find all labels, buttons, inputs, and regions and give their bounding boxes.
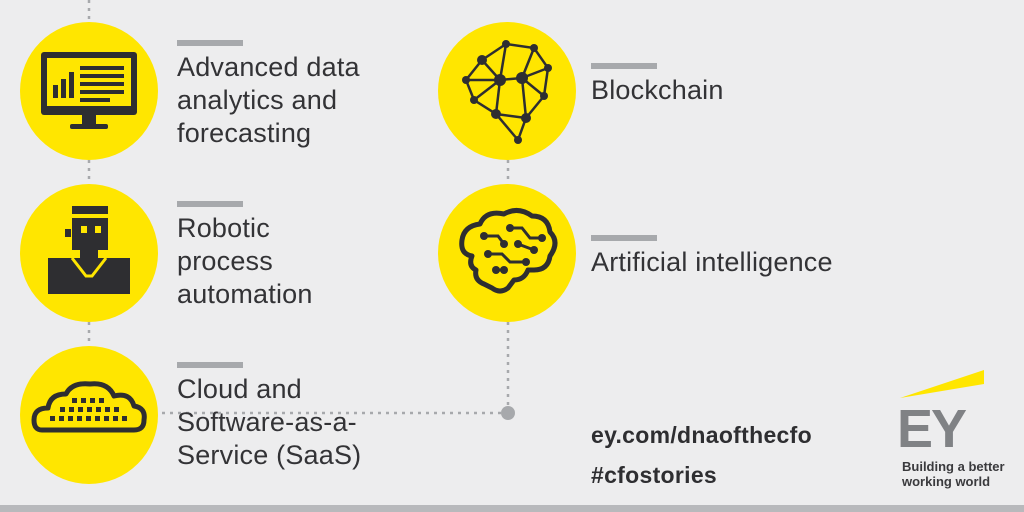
circle-ai bbox=[438, 184, 576, 322]
accent-bar bbox=[591, 235, 657, 241]
item-label-blockchain: Blockchain bbox=[591, 74, 724, 107]
accent-bar bbox=[177, 201, 243, 207]
accent-bar bbox=[177, 362, 243, 368]
circle-robotic bbox=[20, 184, 158, 322]
item-label-analytics: Advanced data analytics and forecasting bbox=[177, 51, 360, 150]
hashtag: #cfostories bbox=[591, 462, 718, 488]
label-line: process bbox=[177, 246, 273, 276]
blockchain-network-icon bbox=[462, 40, 552, 144]
label-line: forecasting bbox=[177, 118, 312, 148]
label-line: Blockchain bbox=[591, 75, 724, 105]
accent-bar bbox=[177, 40, 243, 46]
tagline-line: Building a better bbox=[902, 459, 1005, 474]
item-label-robotic: Robotic process automation bbox=[177, 212, 313, 311]
accent-bar bbox=[591, 63, 657, 69]
label-line: Cloud and bbox=[177, 374, 302, 404]
cloud-icon bbox=[31, 381, 147, 433]
label-line: Robotic bbox=[177, 213, 270, 243]
label-line: Advanced data bbox=[177, 52, 360, 82]
url-link[interactable]: ey.com/dnaofthecfo bbox=[591, 422, 812, 448]
ey-logo-mark: EY bbox=[897, 399, 967, 459]
monitor-analytics-icon bbox=[41, 52, 137, 129]
label-line: Software-as-a- bbox=[177, 407, 357, 437]
item-label-cloud: Cloud and Software-as-a- Service (SaaS) bbox=[177, 373, 361, 472]
label-line: Artificial intelligence bbox=[591, 247, 833, 277]
bottom-bar bbox=[0, 505, 1024, 512]
robot-icon bbox=[48, 206, 130, 294]
ey-beam-icon bbox=[900, 370, 984, 398]
circle-cloud bbox=[20, 346, 158, 484]
label-line: Service (SaaS) bbox=[177, 440, 362, 470]
item-label-ai: Artificial intelligence bbox=[591, 246, 833, 279]
circle-analytics bbox=[20, 22, 158, 160]
ai-brain-icon bbox=[459, 208, 558, 294]
circle-blockchain bbox=[438, 22, 576, 160]
label-line: automation bbox=[177, 279, 313, 309]
tagline-line: working world bbox=[902, 474, 991, 489]
label-line: analytics and bbox=[177, 85, 338, 115]
ey-tagline: Building a better working world bbox=[902, 459, 1005, 489]
